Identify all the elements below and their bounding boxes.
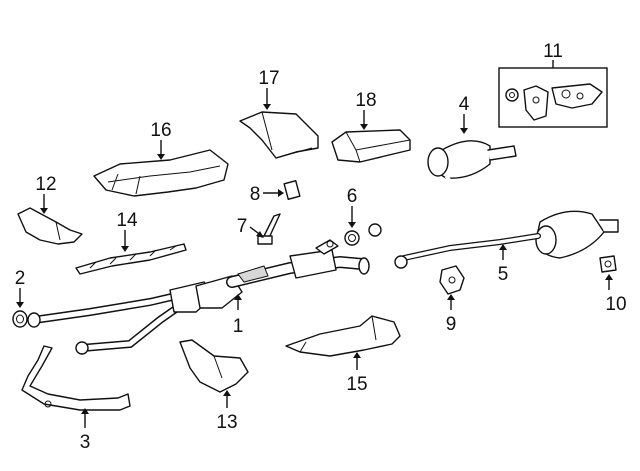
callout-11: 11 xyxy=(543,41,563,62)
part-6-gasket xyxy=(344,230,360,246)
callout-3: 3 xyxy=(80,432,91,453)
callout-14: 14 xyxy=(116,210,138,231)
callout-16: 16 xyxy=(150,120,171,141)
part-16-heat-shield xyxy=(93,149,229,197)
callout-5: 5 xyxy=(498,264,509,285)
callout-labels: 1 2 3 4 5 6 7 8 9 10 11 12 13 14 15 16 1… xyxy=(15,41,627,453)
part-1-front-pipe xyxy=(27,239,370,355)
callout-2: 2 xyxy=(15,268,26,289)
part-7-stud xyxy=(257,213,281,245)
part-11-hanger-kit xyxy=(498,67,608,128)
callout-7: 7 xyxy=(237,216,248,237)
part-3-bracket xyxy=(21,345,131,411)
callout-15: 15 xyxy=(346,374,367,395)
callout-17: 17 xyxy=(258,68,279,89)
callout-13: 13 xyxy=(216,412,237,433)
part-4-muffler xyxy=(368,140,517,237)
callout-6: 6 xyxy=(347,186,358,207)
part-15-heat-shield xyxy=(285,315,401,357)
part-5-muffler xyxy=(394,210,619,269)
part-12-heat-shield xyxy=(17,207,83,245)
callout-10: 10 xyxy=(605,294,626,315)
callout-1: 1 xyxy=(233,316,244,337)
part-18-heat-shield xyxy=(331,129,411,163)
part-14-heat-shield-strip xyxy=(75,243,187,275)
callout-12: 12 xyxy=(35,174,56,195)
callout-8: 8 xyxy=(250,184,261,205)
part-8-bolt xyxy=(283,180,301,200)
part-17-heat-shield xyxy=(239,111,319,159)
callout-4: 4 xyxy=(459,94,470,115)
callout-9: 9 xyxy=(446,314,457,335)
part-2-gasket xyxy=(12,310,28,328)
leader-lines xyxy=(16,60,613,428)
callout-18: 18 xyxy=(355,90,376,111)
part-9-hanger xyxy=(439,265,465,295)
part-10-hanger xyxy=(599,255,617,273)
part-13-heat-shield xyxy=(179,339,249,393)
